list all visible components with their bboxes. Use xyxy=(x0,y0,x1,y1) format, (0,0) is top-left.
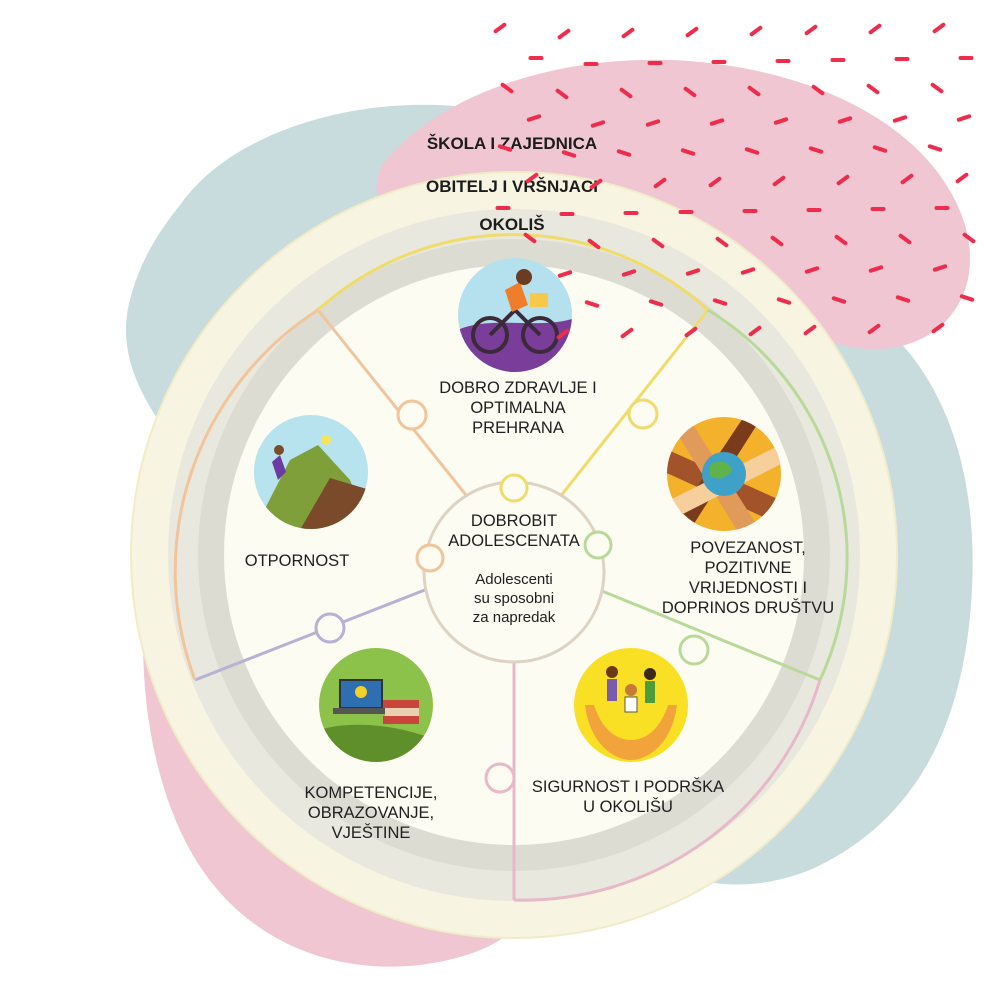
supporting-hands-icon xyxy=(574,648,688,762)
decorative-dash xyxy=(962,232,976,244)
decorative-dash xyxy=(500,82,514,94)
decorative-dash xyxy=(497,144,513,152)
decorative-dash xyxy=(776,297,792,305)
decorative-dash xyxy=(867,323,881,335)
center-title-line1: DOBROBIT xyxy=(471,512,557,530)
decorative-dash xyxy=(619,87,633,99)
decorative-dash xyxy=(493,22,507,34)
decorative-dash xyxy=(709,118,725,126)
decorative-dash xyxy=(740,267,756,275)
decorative-dash xyxy=(866,83,880,95)
decorative-dash xyxy=(811,84,825,96)
decorative-dash xyxy=(712,298,728,306)
competence-label-line1: KOMPETENCIJE, xyxy=(305,784,438,802)
decorative-dash xyxy=(959,294,975,302)
decorative-dash xyxy=(651,237,665,249)
decorative-dash xyxy=(589,178,603,190)
decorative-dash xyxy=(621,269,637,277)
decorative-dash xyxy=(804,266,820,274)
decorative-dash xyxy=(748,325,762,337)
decorative-dash xyxy=(749,25,763,37)
decorative-dash xyxy=(868,23,882,35)
decorative-dash xyxy=(931,322,945,334)
decorative-dash xyxy=(523,232,537,244)
decorative-dash xyxy=(834,234,848,246)
decorative-dash-pattern xyxy=(493,22,976,340)
decorative-dash xyxy=(772,175,786,187)
center-subtitle-line1: Adolescenti xyxy=(475,571,553,588)
decorative-dash xyxy=(868,265,884,273)
decorative-dash xyxy=(773,117,789,125)
ring-label-family-peers: OBITELJ I VRŠNJACI xyxy=(426,177,598,196)
decorative-dash xyxy=(836,174,850,186)
health-label-line2: OPTIMALNA xyxy=(470,399,565,417)
health-label-line3: PREHRANA xyxy=(472,419,564,437)
laptop-books-icon xyxy=(319,648,433,762)
decorative-dash xyxy=(555,88,569,100)
ring-label-environment: OKOLIŠ xyxy=(479,215,544,234)
decorative-dash xyxy=(557,270,573,278)
health-label-line1: DOBRO ZDRAVLJE I xyxy=(439,379,596,397)
decorative-dash xyxy=(648,299,664,307)
competence-label-line2: OBRAZOVANJE, xyxy=(308,804,434,822)
decorative-dash xyxy=(804,24,818,36)
decorative-dash xyxy=(556,328,570,340)
joined-hands-globe-icon xyxy=(667,417,781,531)
decorative-dash xyxy=(900,173,914,185)
decorative-dash xyxy=(590,120,606,128)
decorative-dash xyxy=(584,300,600,308)
decorative-dash xyxy=(837,116,853,124)
decorative-dash xyxy=(708,176,722,188)
decorative-dash xyxy=(685,26,699,38)
connectedness-label-line4: DOPRINOS DRUŠTVU xyxy=(662,598,834,617)
decorative-dash xyxy=(561,150,577,158)
decorative-dash xyxy=(770,235,784,247)
decorative-dash xyxy=(621,27,635,39)
safety-label-line2: U OKOLIŠU xyxy=(583,797,673,816)
decorative-dash xyxy=(645,119,661,127)
decorative-dash xyxy=(587,238,601,250)
safety-label-line1: SIGURNOST I PODRŠKA xyxy=(532,777,724,796)
center-subtitle-line2: su sposobni xyxy=(474,590,554,607)
decorative-dash xyxy=(956,114,972,122)
connectedness-label-line2: POZITIVNE xyxy=(704,559,791,577)
connectedness-label-line3: VRIJEDNOSTI I xyxy=(689,579,807,597)
competence-label-line3: VJEŠTINE xyxy=(332,823,411,842)
center-subtitle-line3: za napredak xyxy=(473,609,556,626)
decorative-dash xyxy=(898,233,912,245)
decorative-dash xyxy=(808,146,824,154)
decorative-dash xyxy=(747,85,761,97)
decorative-dash xyxy=(927,144,943,152)
decorative-dash xyxy=(872,145,888,153)
decorative-dash xyxy=(684,326,698,338)
decorative-dash xyxy=(955,172,969,184)
decorative-dash xyxy=(715,236,729,248)
decorative-dash xyxy=(892,115,908,123)
decorative-dash xyxy=(683,86,697,98)
decorative-dash xyxy=(895,295,911,303)
decorative-dash xyxy=(526,114,542,122)
decorative-dash xyxy=(930,82,944,94)
decorative-dash xyxy=(525,172,539,184)
cyclist-icon xyxy=(458,258,572,372)
ring-label-school-community: ŠKOLA I ZAJEDNICA xyxy=(427,134,597,153)
decorative-dash xyxy=(803,324,817,336)
decorative-dash xyxy=(620,327,634,339)
decorative-dash xyxy=(653,177,667,189)
decorative-dash xyxy=(744,147,760,155)
connectedness-label-line1: POVEZANOST, xyxy=(690,539,806,557)
decorative-dash xyxy=(557,28,571,40)
decorative-dash xyxy=(616,149,632,157)
decorative-dash xyxy=(932,264,948,272)
decorative-dash xyxy=(932,22,946,34)
resilience-label: OTPORNOST xyxy=(245,552,350,570)
decorative-dash xyxy=(680,148,696,156)
decorative-dash xyxy=(685,268,701,276)
center-title-line2: ADOLESCENATA xyxy=(448,532,579,550)
decorative-dash xyxy=(831,296,847,304)
